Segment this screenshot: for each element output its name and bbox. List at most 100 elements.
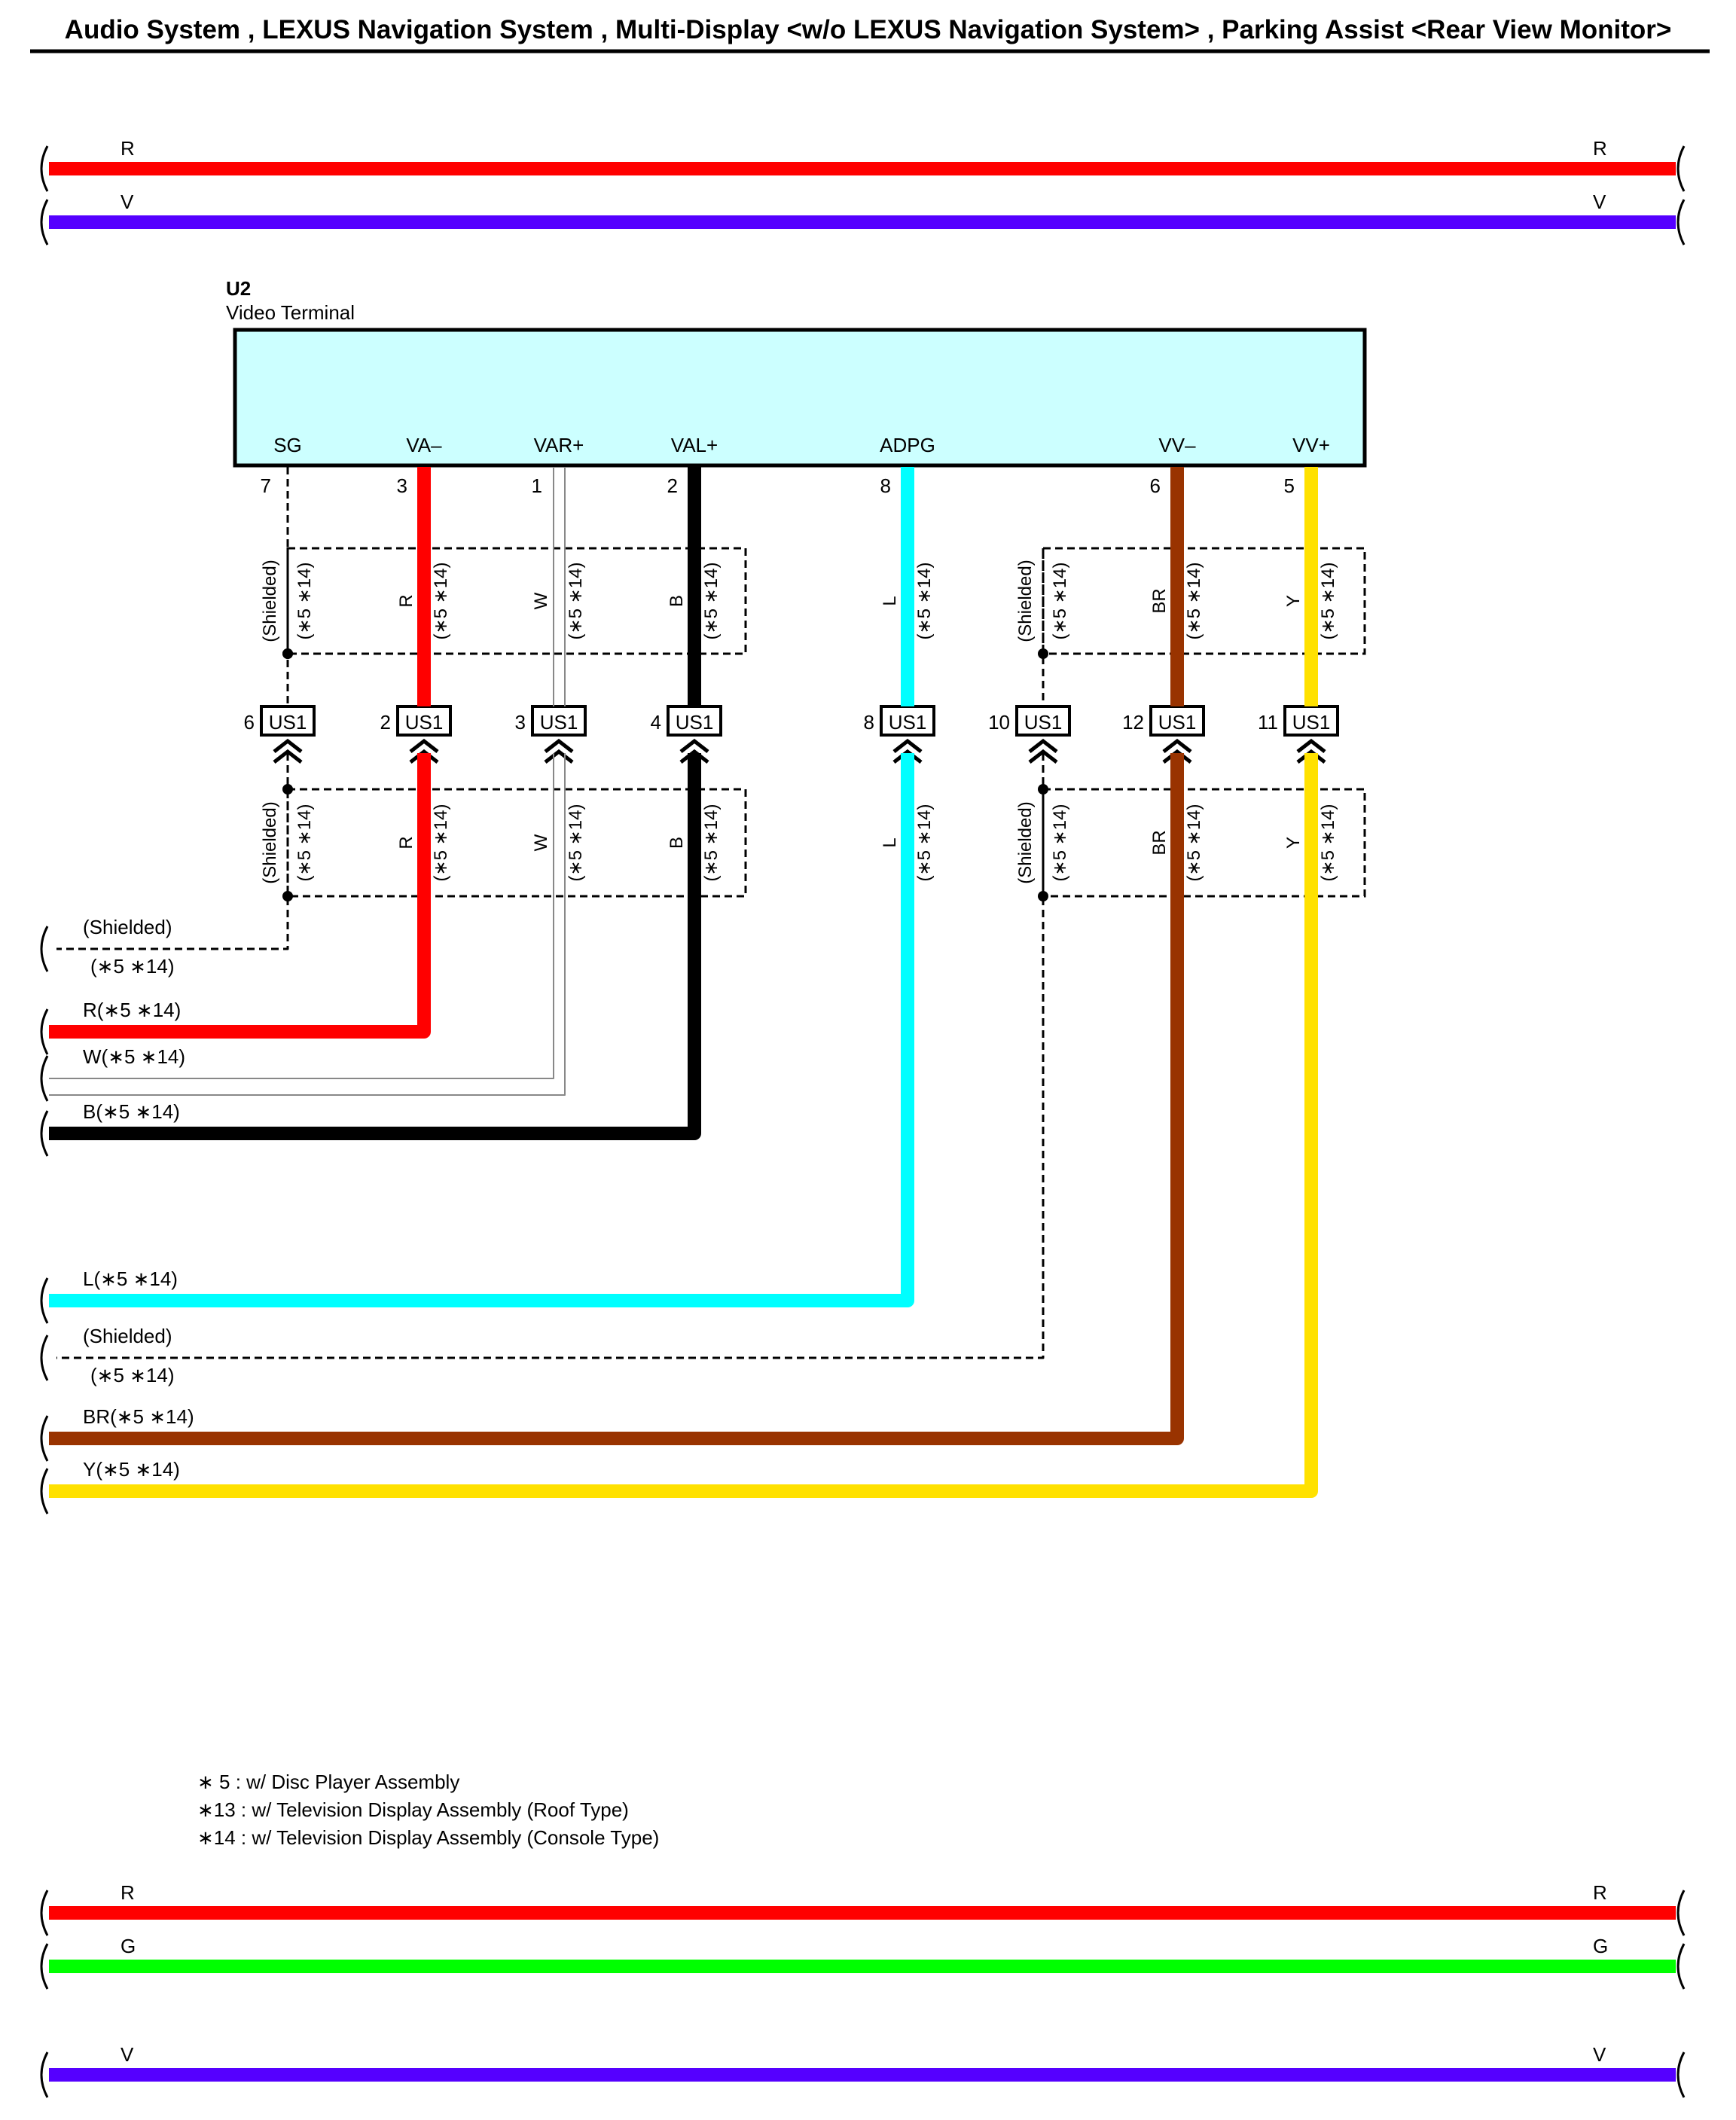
shield-junction-dot xyxy=(282,891,293,901)
wire-condition-label: (∗5 ∗14) xyxy=(1050,804,1070,882)
connector-label: US1 xyxy=(1024,711,1063,734)
wire-color-label: BR xyxy=(1149,830,1170,855)
wire-condition-label: (∗5 ∗14) xyxy=(1184,804,1204,882)
pin-name: VAL+ xyxy=(671,434,718,456)
connector-label: US1 xyxy=(676,711,714,734)
connector-pin-number: 8 xyxy=(864,711,874,734)
wire-color-label: R xyxy=(396,836,416,849)
wire-break-left xyxy=(40,926,49,972)
output-wire-sublabel: (∗5 ∗14) xyxy=(90,955,175,978)
wire-break-left xyxy=(40,1277,49,1324)
connector-us1 xyxy=(880,705,935,737)
wire-break-right xyxy=(1677,1890,1686,1936)
wire-color-label: W xyxy=(531,834,551,851)
page-title: Audio System , LEXUS Navigation System ,… xyxy=(64,15,1672,44)
connector-us1 xyxy=(1149,705,1205,737)
connector-chevron xyxy=(892,738,923,753)
shield-box-lower-right xyxy=(1042,788,1366,898)
connector-pin-number: 2 xyxy=(380,711,391,734)
wire-break-right xyxy=(1677,145,1686,192)
output-wire-sublabel: (∗5 ∗14) xyxy=(90,1364,175,1386)
wire-color-label: W xyxy=(531,592,551,609)
connector-label: US1 xyxy=(889,711,927,734)
wire-label-right: R xyxy=(1593,1881,1607,1904)
wire-shielded-sg-out xyxy=(56,753,289,950)
pin-number: 1 xyxy=(532,474,542,497)
connector-label: US1 xyxy=(540,711,578,734)
wire-condition-label: (∗5 ∗14) xyxy=(914,804,935,882)
connector-label: US1 xyxy=(1292,711,1331,734)
wire-b-out xyxy=(49,753,701,1140)
pin-number: 2 xyxy=(667,474,678,497)
wire-label-left: G xyxy=(121,1935,136,1957)
connector-chevron xyxy=(1028,749,1058,764)
wire-color-label: Y xyxy=(1283,595,1304,607)
wire-label-right: G xyxy=(1593,1935,1608,1957)
wire-color-label: L xyxy=(880,596,900,605)
component-body xyxy=(233,328,1367,468)
connector-chevron xyxy=(1296,738,1326,753)
wire-color-label: L xyxy=(880,837,900,847)
wire-condition-label: (∗5 ∗14) xyxy=(914,563,935,640)
connector-chevron xyxy=(679,749,709,764)
connector-label: US1 xyxy=(405,711,444,734)
wire-label-left: R xyxy=(121,137,135,160)
connector-chevron xyxy=(544,749,574,764)
pin-name: SG xyxy=(273,434,302,456)
wire-label-shielded: (Shielded) xyxy=(1015,801,1036,883)
wire-break-left xyxy=(40,1335,49,1381)
connector-pin-number: 12 xyxy=(1122,711,1144,734)
wire-label-right: R xyxy=(1593,137,1607,160)
connector-label: US1 xyxy=(1158,711,1197,734)
pin-name: VV– xyxy=(1158,434,1196,456)
wire-condition-label: (∗5 ∗14) xyxy=(566,563,586,640)
output-wire-label: B(∗5 ∗14) xyxy=(83,1100,180,1123)
wire-label-left: V xyxy=(121,191,134,213)
connector-pin-number: 10 xyxy=(988,711,1010,734)
wire-label-left: V xyxy=(121,2043,134,2066)
wire-break-right xyxy=(1677,1943,1686,1990)
connector-chevron xyxy=(273,738,303,753)
pin-name: ADPG xyxy=(880,434,935,456)
output-wire-label: W(∗5 ∗14) xyxy=(83,1045,185,1068)
connector-label: US1 xyxy=(269,711,307,734)
wire-condition-label: (∗5 ∗14) xyxy=(431,563,451,640)
connector-chevron xyxy=(1162,749,1192,764)
wire-condition-label: (∗5 ∗14) xyxy=(294,804,315,882)
wire-condition-label: (∗5 ∗14) xyxy=(566,804,586,882)
wire-break-left xyxy=(40,1943,49,1990)
wire-break-left xyxy=(40,2051,49,2098)
connector-us1 xyxy=(260,705,316,737)
pin-number: 5 xyxy=(1284,474,1295,497)
wire-r-out xyxy=(49,753,431,1039)
wire-w-out xyxy=(49,753,566,1096)
connector-chevron xyxy=(1296,749,1326,764)
wire-break-left xyxy=(40,145,49,192)
wire-condition-label: (∗5 ∗14) xyxy=(294,563,315,640)
output-wire-label: Y(∗5 ∗14) xyxy=(83,1458,180,1481)
connector-pin-number: 6 xyxy=(244,711,255,734)
connector-pin-number: 3 xyxy=(515,711,526,734)
shield-junction-dot xyxy=(1038,648,1048,659)
wire-condition-label: (∗5 ∗14) xyxy=(431,804,451,882)
connector-chevron xyxy=(1162,738,1192,753)
wire-condition-label: (∗5 ∗14) xyxy=(701,563,722,640)
pin-number: 3 xyxy=(397,474,407,497)
wire-break-left xyxy=(40,1055,49,1102)
wire-color-label: Y xyxy=(1283,837,1304,849)
connector-chevron xyxy=(1028,738,1058,753)
wire-condition-label: (∗5 ∗14) xyxy=(1318,804,1338,882)
wire-break-left xyxy=(40,199,49,246)
pin-name: VA– xyxy=(406,434,442,456)
connector-us1 xyxy=(667,705,722,737)
wire-shielded-right-out xyxy=(56,753,1045,1359)
wire-br-out xyxy=(49,753,1184,1445)
wire-y-out xyxy=(49,753,1318,1498)
output-wire-label: L(∗5 ∗14) xyxy=(83,1267,178,1290)
wire-l-out xyxy=(49,753,914,1307)
wire-label-right: V xyxy=(1593,2043,1606,2066)
pin-name: VAR+ xyxy=(534,434,584,456)
component-code: U2 xyxy=(226,277,251,300)
component-name: Video Terminal xyxy=(226,301,355,324)
